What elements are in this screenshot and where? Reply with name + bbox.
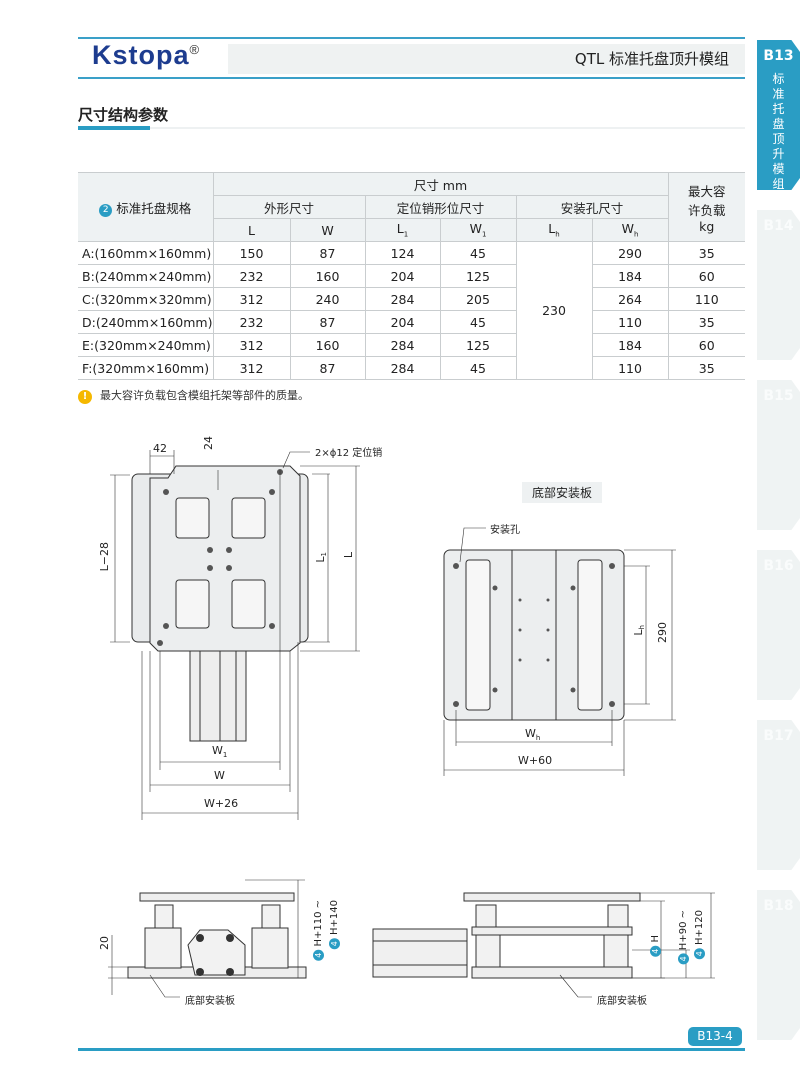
dim-l-28: L−28 (98, 542, 111, 572)
base-plate-drawing (443, 527, 676, 776)
dim-290: 290 (656, 622, 669, 643)
dim-h90: 4 H+90 ~ (678, 910, 689, 965)
base-plate-title: 底部安装板 (522, 482, 603, 503)
tab-b17[interactable]: B17 (757, 720, 800, 870)
load-header: 最大容许负载 kg (667, 172, 745, 242)
tab-b18[interactable]: B18 (757, 890, 800, 1040)
tab-b15[interactable]: B15 (757, 380, 800, 530)
cell-l: 232 (212, 264, 291, 288)
cell-l: 312 (212, 333, 291, 357)
dim-wh: Wh (525, 727, 541, 743)
side-view-left-drawing (108, 879, 307, 998)
section-divider (150, 127, 745, 129)
section-underline (78, 126, 150, 130)
cell-l1: 204 (364, 310, 441, 334)
dim-l: L (342, 552, 355, 559)
tab-b14[interactable]: B14 (757, 210, 800, 360)
dim-lh: Lh (632, 625, 647, 636)
dim-w26: W+26 (204, 797, 239, 810)
cell-w: 87 (289, 356, 366, 380)
page-title: QTL 标准托盘顶升模组 (228, 44, 745, 74)
cell-w1: 45 (439, 310, 517, 334)
cell-spec: F:(320mm×160mm) (78, 356, 214, 380)
base-plate-callout-left: 底部安装板 (185, 996, 235, 1007)
cell-wh: 110 (591, 356, 669, 380)
dim-42: 42 (153, 442, 167, 455)
dim-h140: 4 H+140 (329, 900, 340, 950)
dim-h: 4 H (650, 935, 661, 957)
dim-24: 24 (202, 436, 215, 450)
base-plate-callout-right: 底部安装板 (597, 996, 647, 1007)
cell-load: 60 (667, 333, 745, 357)
cell-spec: A:(160mm×160mm) (78, 241, 214, 265)
page-number: B13-4 (688, 1027, 742, 1046)
cell-wh: 110 (591, 310, 669, 334)
dim-20: 20 (98, 936, 111, 950)
dim-w1: W1 (212, 744, 228, 760)
side-view-right-drawing (372, 892, 715, 998)
cell-w1: 205 (439, 287, 517, 311)
logo: Kstopa® (92, 40, 201, 70)
top-view-drawing (110, 450, 360, 820)
dim-group-header: 尺寸 mm (212, 172, 669, 196)
dim-h120: 4 H+120 (694, 910, 705, 960)
cell-l: 312 (212, 356, 291, 380)
cell-l1: 284 (364, 356, 441, 380)
cell-lh: 230 (515, 241, 593, 380)
tab-b16[interactable]: B16 (757, 550, 800, 700)
pin-header: 定位销形位尺寸 (364, 195, 517, 219)
cell-load: 110 (667, 287, 745, 311)
cell-spec: B:(240mm×240mm) (78, 264, 214, 288)
step-number-icon: 2 (99, 203, 113, 217)
dim-l1: L1 (314, 552, 329, 563)
cell-w1: 45 (439, 241, 517, 265)
section-title: 尺寸结构参数 (78, 106, 169, 124)
cell-load: 35 (667, 310, 745, 334)
cell-load: 35 (667, 356, 745, 380)
hole-callout: 安装孔 (490, 525, 520, 536)
cell-w: 87 (289, 310, 366, 334)
dim-w60: W+60 (518, 754, 553, 767)
header-top-line (78, 37, 745, 39)
dim-w: W (214, 769, 225, 782)
mount-header: 安装孔尺寸 (515, 195, 668, 219)
cell-w: 160 (289, 264, 366, 288)
cell-l1: 284 (364, 287, 441, 311)
cell-w1: 45 (439, 356, 517, 380)
header-bottom-line (78, 77, 745, 79)
dim-h110: 4 H+110 ~ (313, 900, 324, 961)
outer-header: 外形尺寸 (213, 195, 366, 219)
cell-wh: 184 (591, 333, 669, 357)
footer-line (78, 1048, 745, 1051)
pin-callout: 2×ϕ12 定位销 (315, 448, 383, 459)
cell-l1: 124 (364, 241, 441, 265)
cell-l1: 284 (364, 333, 441, 357)
note: !最大容许负载包含模组托架等部件的质量。 (78, 387, 309, 404)
warning-icon: ! (78, 390, 92, 404)
